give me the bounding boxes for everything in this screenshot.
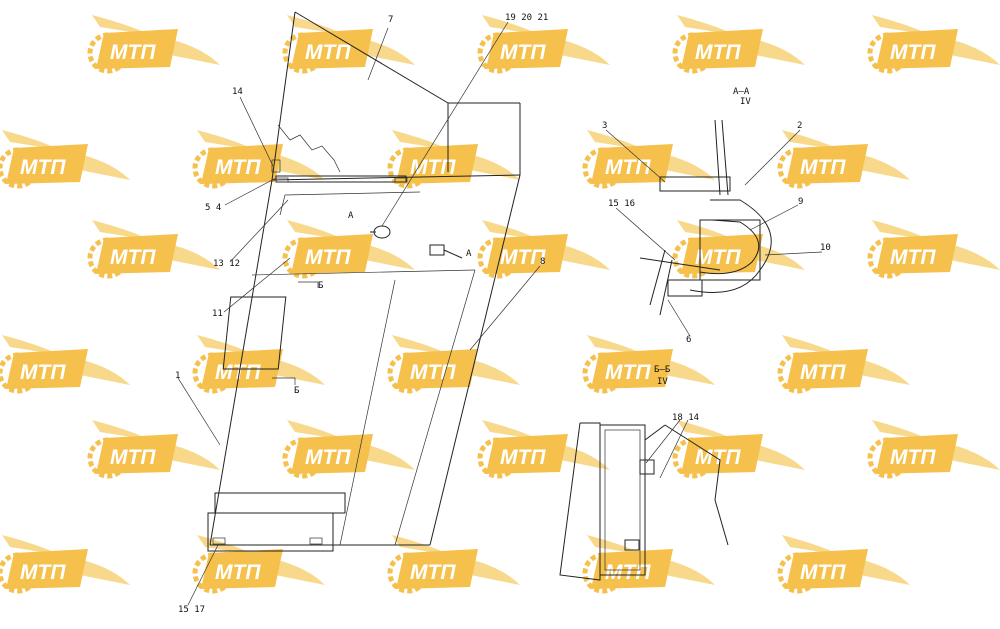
mtp-watermark-logo: МТП <box>192 130 325 189</box>
watermark-text: МТП <box>605 156 651 179</box>
mtp-watermark-logo: МТП <box>582 335 715 394</box>
mtp-watermark-logo: МТП <box>87 220 220 279</box>
watermark-text: МТП <box>305 446 351 469</box>
section-a-a-view <box>639 119 772 316</box>
mtp-watermark-logo: МТП <box>867 15 1000 74</box>
watermark-text: МТП <box>20 361 66 384</box>
callout-labels: 7 19 20 21 14 5 4 13 12 11 1 8 15 17 3 2… <box>175 13 831 615</box>
callout-18-14: 18 14 <box>672 413 699 423</box>
mtp-watermark-logo: МТП <box>387 130 520 189</box>
view-mark-b-bottom: Б <box>294 386 299 396</box>
mtp-watermark-logo: МТП <box>87 420 220 479</box>
callout-7: 7 <box>388 15 393 25</box>
watermark-text: МТП <box>215 561 261 584</box>
callout-15-17: 15 17 <box>178 605 205 615</box>
mtp-watermark-logo: МТП <box>867 220 1000 279</box>
mtp-watermark-logo: МТП <box>282 420 415 479</box>
callout-10: 10 <box>820 243 831 253</box>
mtp-watermark-logo: МТП <box>87 15 220 74</box>
watermark-text: МТП <box>500 446 546 469</box>
watermark-text: МТП <box>110 246 156 269</box>
mtp-watermark-logo: МТП <box>0 535 130 594</box>
callout-14: 14 <box>232 87 243 97</box>
watermark-text: МТП <box>215 361 261 384</box>
mtp-watermark-logo: МТП <box>477 15 610 74</box>
mtp-watermark-logo: МТП <box>777 335 910 394</box>
section-marks: A—A IV Б—Б IV A A Б Б <box>294 87 751 396</box>
watermark-text: МТП <box>605 561 651 584</box>
watermark-text: МТП <box>305 246 351 269</box>
watermark-text: МТП <box>20 561 66 584</box>
callout-6: 6 <box>686 335 691 345</box>
watermark-text: МТП <box>20 156 66 179</box>
callout-9: 9 <box>798 197 803 207</box>
watermark-text: МТП <box>890 41 936 64</box>
mtp-watermark-logo: МТП <box>777 535 910 594</box>
view-mark-b-top: Б <box>318 281 323 291</box>
watermark-text: МТП <box>500 41 546 64</box>
mtp-watermark-logo: МТП <box>582 130 715 189</box>
callout-8: 8 <box>540 257 545 267</box>
watermark-text: МТП <box>110 41 156 64</box>
section-b-b-view <box>559 422 729 581</box>
watermark-text: МТП <box>695 41 741 64</box>
section-label-aa-scale: IV <box>740 97 751 107</box>
leader-lines <box>177 21 823 606</box>
watermark-text: МТП <box>695 446 741 469</box>
callout-5-4: 5 4 <box>205 203 221 213</box>
mtp-watermark-logo: МТП <box>777 130 910 189</box>
callout-11: 11 <box>212 309 223 319</box>
watermark-text: МТП <box>890 446 936 469</box>
mtp-watermark-logo: МТП <box>477 220 610 279</box>
watermark-layer: МТП МТП МТП МТП МТП МТП МТП МТП МТП МТП МТП МТП МТП М… <box>0 15 1000 594</box>
watermark-text: МТП <box>410 156 456 179</box>
watermark-text: МТП <box>800 561 846 584</box>
view-mark-a-left: A <box>348 211 354 221</box>
section-label-aa: A—A <box>733 87 750 97</box>
callout-13-12: 13 12 <box>213 259 240 269</box>
watermark-text: МТП <box>410 561 456 584</box>
mtp-watermark-logo: МТП <box>192 335 325 394</box>
watermark-text: МТП <box>500 246 546 269</box>
section-label-bb: Б—Б <box>654 365 670 375</box>
watermark-text: МТП <box>695 246 741 269</box>
watermark-text: МТП <box>410 361 456 384</box>
mtp-watermark-logo: МТП <box>672 15 805 74</box>
watermark-text: МТП <box>800 361 846 384</box>
mtp-watermark-logo: МТП <box>282 15 415 74</box>
mtp-watermark-logo: МТП <box>192 535 325 594</box>
mtp-watermark-logo: МТП <box>0 335 130 394</box>
mtp-watermark-logo: МТП <box>477 420 610 479</box>
section-label-bb-scale: IV <box>657 377 668 387</box>
watermark-text: МТП <box>215 156 261 179</box>
view-mark-a-right: A <box>466 249 472 259</box>
callout-3: 3 <box>602 121 607 131</box>
main-assembly-view <box>207 11 521 552</box>
watermark-text: МТП <box>800 156 846 179</box>
mtp-watermark-logo: МТП <box>672 220 805 279</box>
mtp-watermark-logo: МТП <box>672 420 805 479</box>
watermark-text: МТП <box>890 246 936 269</box>
watermark-text: МТП <box>305 41 351 64</box>
mtp-watermark-logo: МТП <box>582 535 715 594</box>
watermark-text: МТП <box>110 446 156 469</box>
watermark-text: МТП <box>605 361 651 384</box>
mtp-watermark-logo: МТП <box>282 220 415 279</box>
callout-19-20-21: 19 20 21 <box>505 13 548 23</box>
mtp-watermark-logo: МТП <box>0 130 130 189</box>
callout-1: 1 <box>175 371 180 381</box>
callout-15-16: 15 16 <box>608 199 635 209</box>
mtp-watermark-logo: МТП <box>867 420 1000 479</box>
mtp-watermark-logo: МТП <box>387 335 520 394</box>
callout-2: 2 <box>797 121 802 131</box>
mtp-watermark-logo: МТП <box>387 535 520 594</box>
